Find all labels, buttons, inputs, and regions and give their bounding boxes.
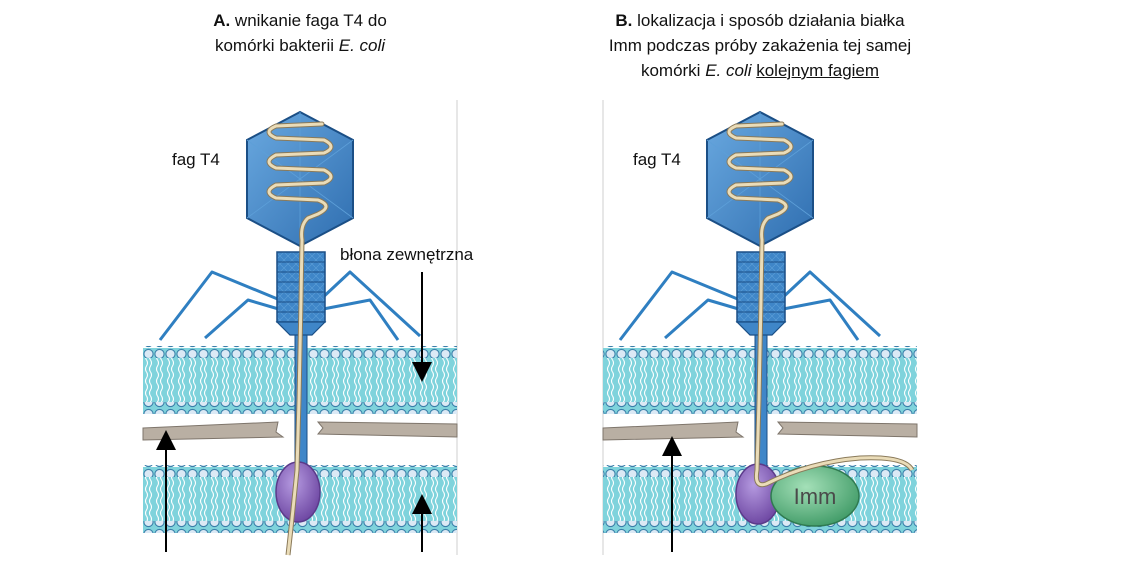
- imm-label: Imm: [794, 484, 837, 509]
- panel-b-title-line2: Imm podczas próby zakażenia tej samej: [608, 36, 912, 55]
- panel-b-title-line1: lokalizacja i sposób działania białka: [632, 11, 905, 30]
- panel-b-underlined-text: kolejnym fagiem: [756, 61, 880, 80]
- phage-label-a: fag T4: [172, 150, 220, 169]
- panel-b-species: E. coli: [705, 61, 752, 80]
- panel-a-title-line2: komórki bakterii: [214, 36, 339, 55]
- panel-b-title-line3: komórki: [640, 61, 706, 80]
- tail-fibers: [158, 270, 422, 341]
- panel-a-species: E. coli: [338, 36, 386, 55]
- tail-fibers-b: [618, 270, 882, 341]
- phage-dna: [267, 122, 333, 242]
- phage-dna-b: [727, 122, 793, 242]
- panel-a-title: A. wnikanie faga T4 do komórki bakterii …: [130, 8, 470, 58]
- outer-membrane-label: błona zewnętrzna: [340, 245, 474, 264]
- phage-label-b: fag T4: [633, 150, 681, 169]
- blocked-dna: [754, 239, 914, 487]
- panel-a-letter: A.: [213, 11, 231, 30]
- phage-capsid-b: [706, 110, 814, 248]
- panel-b-title: B. lokalizacja i sposób działania białka…: [560, 8, 960, 83]
- panel-a-title-line1: wnikanie faga T4 do: [230, 11, 387, 30]
- injected-dna: [286, 239, 304, 556]
- peptidoglycan-layer: [142, 421, 458, 441]
- panel-b-letter: B.: [615, 11, 633, 30]
- imm-protein: Imm: [770, 465, 860, 527]
- panel-b-diagram: Imm: [602, 100, 918, 555]
- peptidoglycan-layer-b: [602, 421, 918, 441]
- panel-a-diagram: [142, 100, 458, 556]
- phage-capsid: [246, 110, 354, 248]
